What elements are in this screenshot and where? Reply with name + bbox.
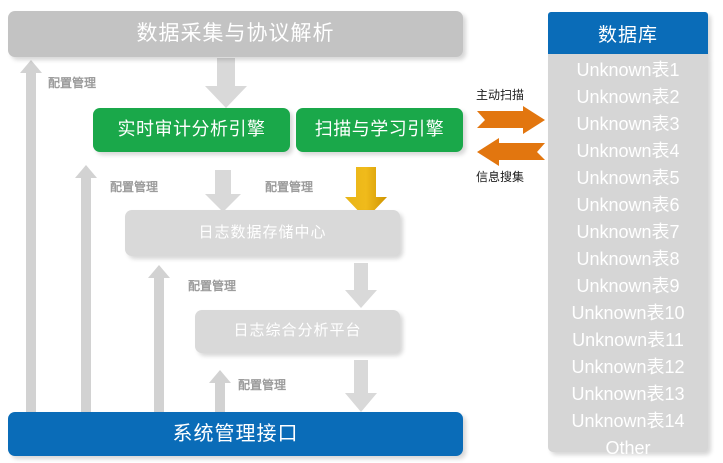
database-table-item[interactable]: Unknown表1 <box>576 60 680 80</box>
database-table-item[interactable]: Unknown表11 <box>572 330 684 350</box>
scan-learning-engine-box[interactable]: 扫描与学习引擎 <box>296 108 463 152</box>
config-label-mid-right: 配置管理 <box>265 180 314 194</box>
database-table-item[interactable]: Unknown表6 <box>576 195 680 215</box>
database-table-item[interactable]: Unknown表14 <box>571 411 685 431</box>
active-scan-arrow-right <box>477 106 545 134</box>
config-label-mid-left: 配置管理 <box>110 180 159 194</box>
database-table-item[interactable]: Unknown表5 <box>576 168 680 188</box>
flow-arrow-down-4 <box>345 360 377 412</box>
config-label-bottom: 配置管理 <box>238 378 287 392</box>
config-arrow-up-1 <box>20 60 42 412</box>
title-bar[interactable]: 数据采集与协议解析 <box>8 11 463 57</box>
database-table-item[interactable]: Unknown表10 <box>571 303 685 323</box>
flow-arrow-down-gold <box>345 167 387 219</box>
log-storage-center-box[interactable]: 日志数据存储中心 <box>125 210 400 256</box>
config-label-lower: 配置管理 <box>188 279 237 293</box>
log-analysis-platform-box[interactable]: 日志综合分析平台 <box>195 310 400 353</box>
database-table-item[interactable]: Unknown表2 <box>576 87 680 107</box>
database-table-item[interactable]: Unknown表8 <box>576 249 680 269</box>
config-arrow-up-2 <box>75 165 97 412</box>
database-table-item[interactable]: Unknown表4 <box>576 141 680 161</box>
active-scan-label: 主动扫描 <box>476 88 525 102</box>
realtime-audit-engine-box[interactable]: 实时审计分析引擎 <box>93 108 290 152</box>
flow-arrow-down-2 <box>205 170 241 212</box>
database-table-item[interactable]: Unknown表7 <box>576 222 680 242</box>
database-table-item[interactable]: Other <box>605 438 651 458</box>
config-label-top-left: 配置管理 <box>48 76 97 90</box>
database-panel-title: 数据库 <box>548 12 708 54</box>
database-table-item[interactable]: Unknown表9 <box>576 276 680 296</box>
database-table-item[interactable]: Unknown表13 <box>571 384 685 404</box>
database-table-item[interactable]: Unknown表3 <box>576 114 680 134</box>
info-collect-label: 信息搜集 <box>476 170 525 184</box>
database-table-item[interactable]: Unknown表12 <box>571 357 685 377</box>
flow-arrow-down-3 <box>345 263 377 308</box>
info-collect-arrow-left <box>477 138 545 166</box>
config-arrow-up-4 <box>209 370 231 412</box>
config-arrow-up-3 <box>148 265 170 412</box>
system-management-interface-bar[interactable]: 系统管理接口 <box>8 412 463 456</box>
flow-arrow-down-1 <box>205 58 247 108</box>
